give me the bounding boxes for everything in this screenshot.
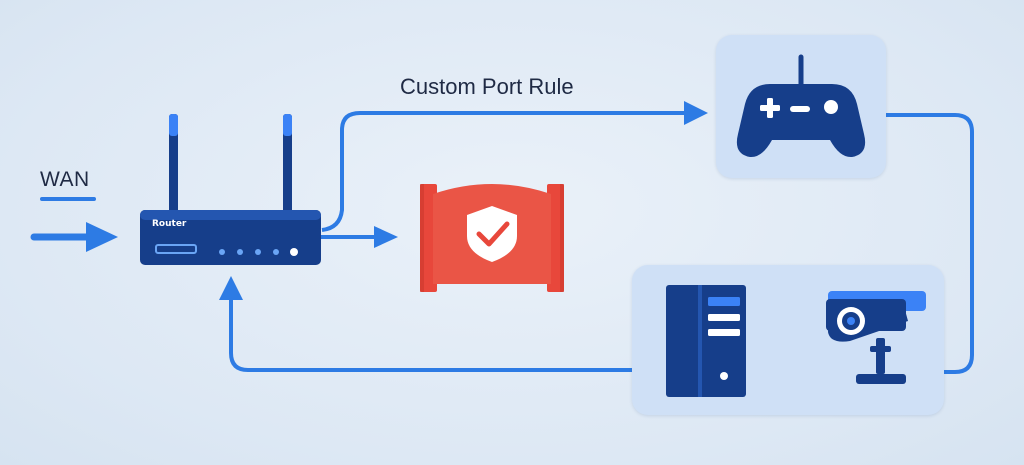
game-to-devices-connector: [886, 113, 974, 374]
router-icon: [140, 114, 321, 265]
router-to-firewall-arrow: [320, 226, 398, 248]
shield-check-icon: [467, 206, 517, 262]
server-tower-icon: [666, 285, 746, 397]
return-path-to-router: [219, 276, 632, 372]
wan-label: WAN: [40, 168, 90, 191]
custom-port-rule-path: [321, 101, 708, 232]
custom-port-rule-label: Custom Port Rule: [400, 74, 574, 99]
wan-arrow: [30, 222, 118, 252]
gamepad-icon: [736, 54, 866, 158]
router-brand-label: Router: [152, 219, 187, 229]
security-camera-icon: [826, 291, 926, 384]
